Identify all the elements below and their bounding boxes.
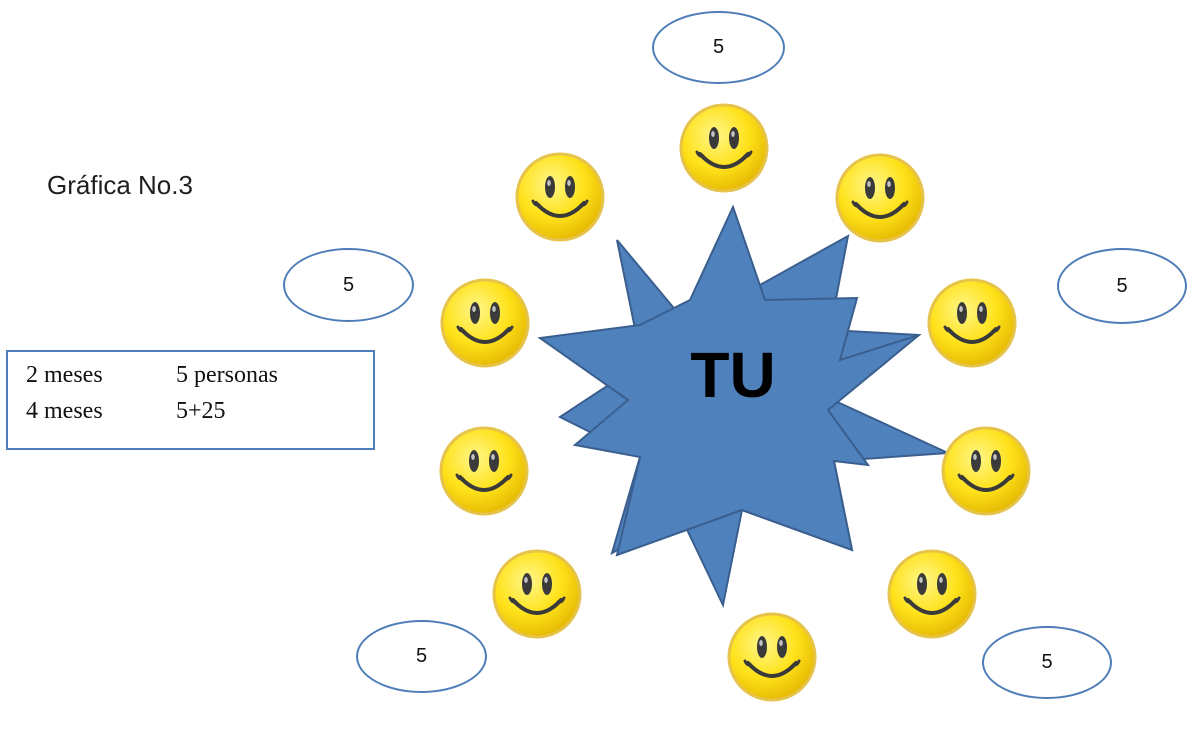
legend-period: 4 meses xyxy=(26,398,103,424)
center-label: TU xyxy=(690,339,775,411)
smiley-face-icon xyxy=(941,426,1031,516)
smiley-face-icon xyxy=(835,153,925,243)
star-icon xyxy=(537,204,920,557)
legend-box: 2 meses 5 personas 4 meses 5+25 xyxy=(6,350,375,450)
count-oval-right: 5 xyxy=(1057,248,1187,324)
diagram-caption: Gráfica No.3 xyxy=(47,170,193,200)
count-oval-bottom-right: 5 xyxy=(982,626,1112,699)
legend-people: 5+25 xyxy=(176,398,226,424)
count-oval-top: 5 xyxy=(652,11,785,84)
legend-period: 2 meses xyxy=(26,362,103,388)
smiley-face-icon xyxy=(492,549,582,639)
smiley-face-icon xyxy=(679,103,769,193)
count-oval-left: 5 xyxy=(283,248,414,322)
smiley-face-icon xyxy=(440,278,530,368)
legend-people: 5 personas xyxy=(176,362,278,388)
count-oval-bottom-left: 5 xyxy=(356,620,487,693)
smiley-face-icon xyxy=(887,549,977,639)
smiley-face-icon xyxy=(927,278,1017,368)
smiley-face-icon xyxy=(439,426,529,516)
smiley-face-icon xyxy=(727,612,817,702)
smiley-face-icon xyxy=(515,152,605,242)
